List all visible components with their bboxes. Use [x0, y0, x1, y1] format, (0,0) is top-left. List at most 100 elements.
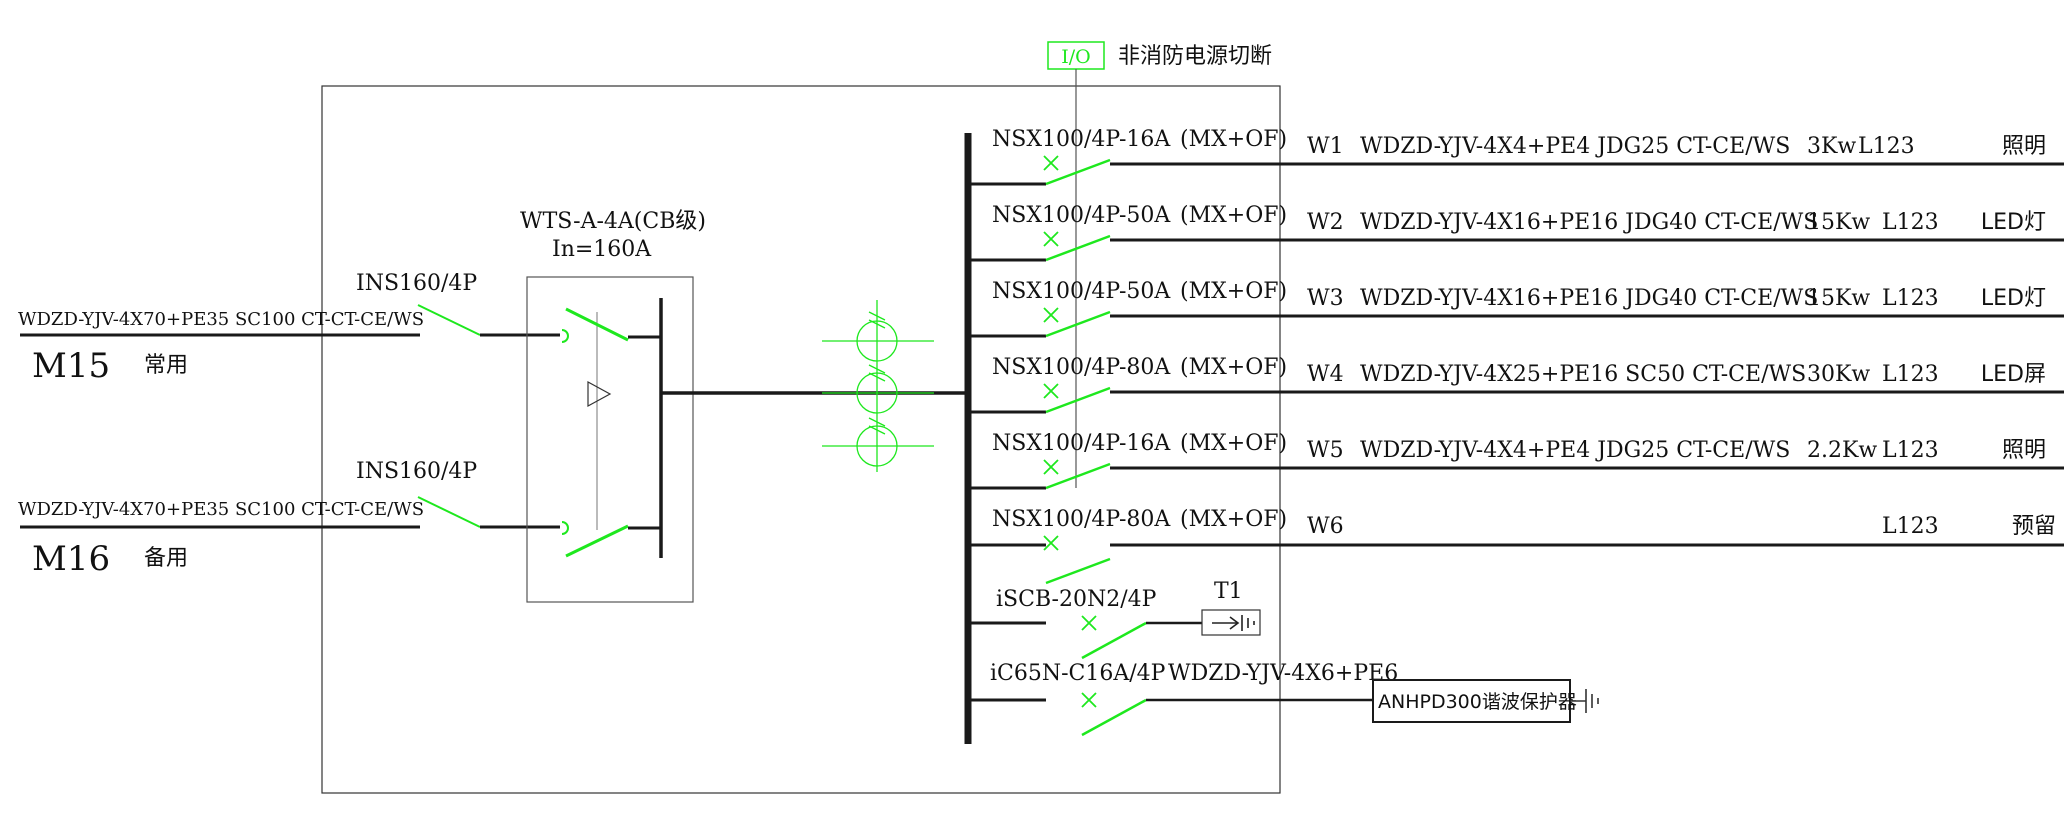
harmonic-trip-mark — [1081, 692, 1097, 708]
feeder-circuit: W4 — [1307, 362, 1344, 387]
feeder-phase: L123 — [1882, 514, 1939, 539]
spd-breaker: iSCB-20N2/4P — [996, 587, 1157, 612]
feeder-load: 照明 — [2002, 134, 2046, 159]
incomer-id: M15 — [32, 346, 110, 386]
feeder-circuit: W1 — [1307, 134, 1344, 159]
breaker-blade — [1045, 462, 1111, 490]
feeder-phase: L123 — [1882, 210, 1939, 235]
harmonic-protector-branch: iC65N-C16A/4P WDZD-YJV-4X6+PE6 ANHPD300谐… — [968, 661, 1599, 737]
breaker-blade — [1045, 386, 1111, 414]
feeder-phase: L123 — [1882, 286, 1939, 311]
feeder-w2: NSX100/4P-50A (MX+OF) W2 WDZD-YJV-4X16+P… — [968, 203, 2064, 262]
incomer-role: 备用 — [144, 546, 188, 571]
harmonic-blade — [1081, 698, 1147, 737]
load-switch-blade — [417, 496, 481, 528]
breaker-trip-mark — [1043, 383, 1059, 399]
breaker-blade — [1045, 158, 1111, 186]
ats-contact-lower-arc — [561, 521, 569, 535]
feeder-breaker: NSX100/4P-50A — [992, 203, 1171, 228]
feeder-load: 预留 — [2012, 514, 2056, 539]
ats-rating: In=160A — [552, 237, 652, 262]
non-fire-cutoff-control: I/O 非消防电源切断 — [1047, 41, 1272, 488]
harmonic-device-label: ANHPD300谐波保护器 — [1378, 691, 1577, 713]
ats-contact-upper-arc — [561, 329, 569, 343]
feeder-w3: NSX100/4P-50A (MX+OF) W3 WDZD-YJV-4X16+P… — [968, 279, 2064, 338]
breaker-blade — [1045, 310, 1111, 338]
feeder-cable: WDZD-YJV-4X4+PE4 JDG25 CT-CE/WS — [1360, 438, 1790, 463]
surge-protector-branch: iSCB-20N2/4P T1 — [968, 579, 1261, 660]
feeder-power: 2.2Kw — [1807, 438, 1877, 463]
breaker-blade — [1045, 234, 1111, 262]
feeder-circuit: W3 — [1307, 286, 1344, 311]
load-switch-blade — [417, 304, 481, 336]
breaker-blade — [1045, 557, 1111, 585]
cutoff-text: 非消防电源切断 — [1118, 44, 1272, 69]
spd-trip-mark — [1081, 615, 1097, 631]
harmonic-cable: WDZD-YJV-4X6+PE6 — [1168, 661, 1398, 686]
feeder-w1: NSX100/4P-16A (MX+OF) W1 WDZD-YJV-4X4+PE… — [968, 127, 2064, 186]
feeder-aux: (MX+OF) — [1180, 431, 1287, 456]
ground-icon — [1212, 615, 1255, 631]
feeder-cable: WDZD-YJV-4X25+PE16 SC50 CT-CE/WS — [1360, 362, 1806, 387]
feeder-w4: NSX100/4P-80A (MX+OF) W4 WDZD-YJV-4X25+P… — [968, 355, 2064, 414]
incomer-m15: WDZD-YJV-4X70+PE35 SC100 CT-CT-CE/WS INS… — [18, 271, 560, 386]
breaker-trip-mark — [1043, 459, 1059, 475]
feeder-w6: NSX100/4P-80A (MX+OF) W6 L123 预留 — [968, 507, 2064, 585]
feeder-aux: (MX+OF) — [1180, 355, 1287, 380]
ground-icon — [1570, 689, 1599, 713]
breaker-trip-mark — [1043, 155, 1059, 171]
feeder-cable: WDZD-YJV-4X4+PE4 JDG25 CT-CE/WS — [1360, 134, 1790, 159]
ats-box — [526, 276, 694, 603]
feeder-breaker: NSX100/4P-50A — [992, 279, 1171, 304]
feeder-power: 30Kw — [1807, 362, 1870, 387]
feeder-power: 15Kw — [1807, 286, 1870, 311]
feeder-aux: (MX+OF) — [1180, 279, 1287, 304]
spd-tag: T1 — [1214, 579, 1243, 604]
spd-blade — [1081, 621, 1147, 660]
incomer-cable-label: WDZD-YJV-4X70+PE35 SC100 CT-CT-CE/WS — [18, 309, 424, 330]
feeder-load: LED灯 — [1981, 210, 2046, 235]
feeder-power: 3Kw — [1807, 134, 1856, 159]
incomer-m16: WDZD-YJV-4X70+PE35 SC100 CT-CT-CE/WS INS… — [18, 459, 560, 579]
panel-enclosure — [321, 85, 1281, 794]
feeder-aux: (MX+OF) — [1180, 507, 1287, 532]
feeder-circuit: W6 — [1307, 514, 1344, 539]
feeder-load: LED屏 — [1981, 362, 2046, 387]
breaker-trip-mark — [1043, 307, 1059, 323]
incomer-switch-label: INS160/4P — [356, 459, 477, 484]
ats-indicator-triangle — [587, 380, 612, 408]
incomer-cable-label: WDZD-YJV-4X70+PE35 SC100 CT-CT-CE/WS — [18, 499, 424, 520]
feeder-power: 15Kw — [1807, 210, 1870, 235]
feeder-w5: NSX100/4P-16A (MX+OF) W5 WDZD-YJV-4X4+PE… — [968, 431, 2064, 490]
feeder-circuit: W5 — [1307, 438, 1344, 463]
feeder-phase: L123 — [1882, 438, 1939, 463]
io-label: I/O — [1061, 46, 1090, 68]
feeder-phase: L123 — [1858, 134, 1915, 159]
incomer-role: 常用 — [144, 353, 188, 378]
ats-model: WTS-A-4A(CB级) — [520, 209, 706, 234]
spd-box — [1201, 609, 1261, 636]
current-transformers — [822, 300, 934, 472]
feeder-load: 照明 — [2002, 438, 2046, 463]
feeder-breaker: NSX100/4P-16A — [992, 127, 1171, 152]
breaker-trip-mark — [1043, 231, 1059, 247]
feeder-breaker: NSX100/4P-80A — [992, 355, 1171, 380]
ct-coil — [868, 311, 886, 435]
ats-contact-upper — [565, 307, 629, 342]
feeder-cable: WDZD-YJV-4X16+PE16 JDG40 CT-CE/WS — [1360, 286, 1818, 311]
incomer-switch-label: INS160/4P — [356, 271, 477, 296]
feeder-circuit: W2 — [1307, 210, 1344, 235]
feeder-breaker: NSX100/4P-16A — [992, 431, 1171, 456]
ats-contact-lower — [565, 524, 629, 558]
feeder-aux: (MX+OF) — [1180, 127, 1287, 152]
breaker-trip-mark — [1043, 535, 1059, 551]
feeder-phase: L123 — [1882, 362, 1939, 387]
feeder-breaker: NSX100/4P-80A — [992, 507, 1171, 532]
automatic-transfer-switch: WTS-A-4A(CB级) In=160A — [520, 209, 706, 603]
harmonic-breaker: iC65N-C16A/4P — [990, 661, 1166, 686]
incomer-id: M16 — [32, 539, 110, 579]
feeder-aux: (MX+OF) — [1180, 203, 1287, 228]
feeder-load: LED灯 — [1981, 286, 2046, 311]
feeder-cable: WDZD-YJV-4X16+PE16 JDG40 CT-CE/WS — [1360, 210, 1818, 235]
